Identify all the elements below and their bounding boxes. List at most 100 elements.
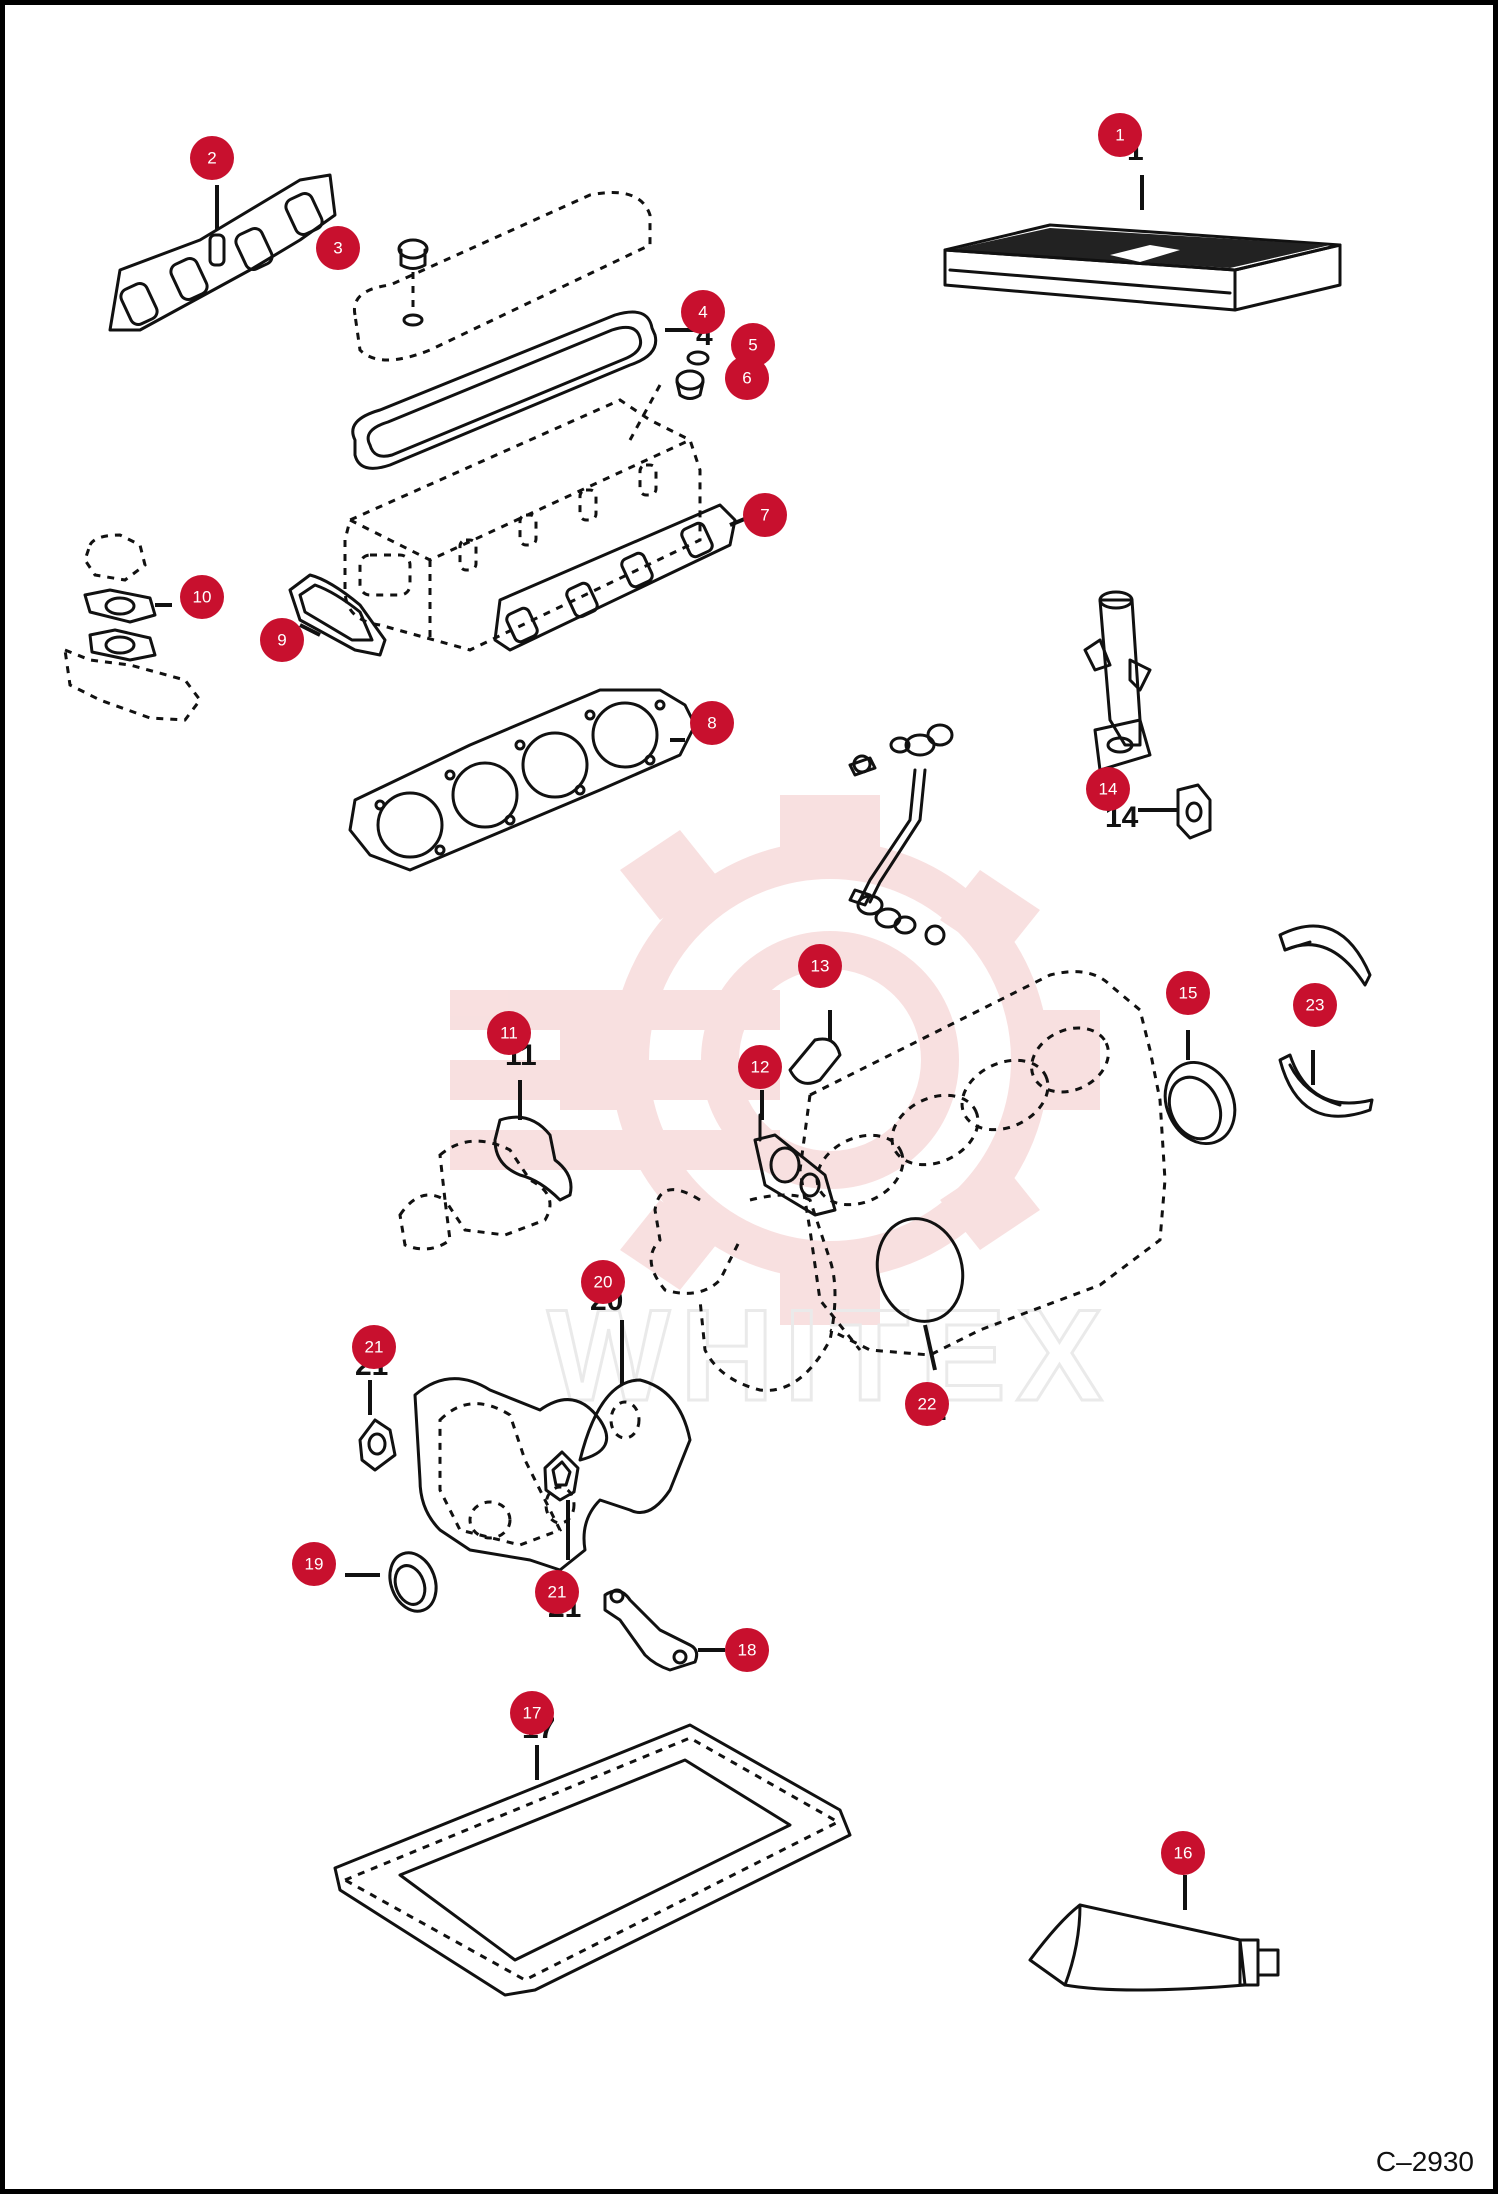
part-19-front-seal	[388, 1551, 438, 1613]
part-18-bearing-cap-gasket	[603, 1588, 699, 1672]
valve-cover-outline	[352, 191, 652, 362]
callout-marker-circle	[190, 136, 234, 180]
part-13-oil-filter-gasket	[788, 1037, 842, 1085]
engine-block-outline	[649, 970, 1167, 1392]
callout-marker-12: 12	[738, 1045, 782, 1089]
part-14-dipstick-tube	[1083, 590, 1212, 840]
callout-marker-label: 15	[1179, 984, 1198, 1003]
callout-marker-7: 7	[743, 493, 787, 537]
callout-marker-circle	[738, 1045, 782, 1089]
callout-marker-8: 8	[690, 701, 734, 745]
callout-marker-circle	[292, 1542, 336, 1586]
part-16-sealant-tube	[1028, 1903, 1280, 1992]
callout-marker-label: 5	[748, 336, 757, 355]
callout-marker-circle	[1098, 113, 1142, 157]
part-15-rear-oil-seal	[1163, 1060, 1237, 1146]
part-8-head-gasket	[348, 688, 697, 872]
callout-marker-label: 9	[277, 631, 286, 650]
callout-marker-circle	[581, 1260, 625, 1304]
callout-marker-circle	[316, 226, 360, 270]
callout-marker-label: 4	[698, 303, 707, 322]
callout-marker-16: 16	[1161, 1831, 1205, 1875]
part-4-valve-cover-gasket	[351, 310, 658, 470]
part-21-gasket-center	[543, 1450, 580, 1502]
callout-marker-label: 12	[751, 1058, 770, 1077]
callout-marker-circle	[731, 323, 775, 367]
callout-marker-2: 2	[190, 136, 234, 180]
part-9-thermostat-gasket	[288, 573, 387, 657]
callout-marker-20: 20	[581, 1260, 625, 1304]
callout-marker-circle	[1166, 971, 1210, 1015]
callout-marker-circle	[510, 1691, 554, 1735]
callout-marker-13: 13	[798, 944, 842, 988]
part-22-o-ring	[875, 1217, 965, 1323]
leader-lines	[155, 175, 1315, 1910]
drawing-number: C–2930	[1375, 2146, 1474, 2177]
callout-marker-circle	[725, 356, 769, 400]
callout-marker-21: 21	[352, 1325, 396, 1369]
part-5-o-ring	[686, 350, 710, 366]
part-1-gasket-kit-box	[943, 223, 1342, 312]
part-20-timing-cover-gasket	[413, 1377, 692, 1572]
callout-marker-label: 8	[707, 714, 716, 733]
callout-marker-circle	[743, 493, 787, 537]
callout-marker-circle	[690, 701, 734, 745]
callout-marker-label: 13	[811, 957, 830, 976]
callout-marker-label: 17	[523, 1704, 542, 1723]
callout-marker-label: 2	[207, 149, 216, 168]
part-7-exhaust-gasket	[493, 503, 737, 652]
callout-marker-label: 20	[594, 1273, 613, 1292]
callout-marker-23: 23	[1293, 983, 1337, 1027]
callout-marker-1: 1	[1098, 113, 1142, 157]
callout-marker-21: 21	[535, 1570, 579, 1614]
oil-line-bolts	[848, 723, 954, 946]
callout-marker-circle	[180, 575, 224, 619]
callout-marker-10: 10	[180, 575, 224, 619]
callout-marker-circle	[681, 290, 725, 334]
callout-marker-label: 14	[1099, 780, 1118, 799]
callout-marker-14: 14	[1086, 767, 1130, 811]
callout-marker-19: 19	[292, 1542, 336, 1586]
part-2-manifold-gasket	[108, 173, 337, 332]
callout-marker-label: 23	[1306, 996, 1325, 1015]
callout-marker-label: 19	[305, 1555, 324, 1574]
callout-marker-label: 21	[548, 1583, 567, 1602]
callout-marker-label: 6	[742, 369, 751, 388]
callout-marker-9: 9	[260, 618, 304, 662]
callout-marker-18: 18	[725, 1628, 769, 1672]
callout-marker-4: 4	[681, 290, 725, 334]
callout-marker-6: 6	[725, 356, 769, 400]
callout-marker-circle	[487, 1011, 531, 1055]
callout-marker-label: 16	[1174, 1844, 1193, 1863]
callout-marker-17: 17	[510, 1691, 554, 1735]
callout-marker-label: 18	[738, 1641, 757, 1660]
callout-marker-label: 10	[193, 588, 212, 607]
part-11-water-pump-gasket	[398, 1115, 573, 1251]
callout-marker-22: 22	[905, 1382, 949, 1426]
callout-marker-circle	[535, 1570, 579, 1614]
callout-marker-circle	[725, 1628, 769, 1672]
callout-marker-label: 21	[365, 1338, 384, 1357]
callout-marker-circle	[798, 944, 842, 988]
callout-marker-label: 22	[918, 1395, 937, 1414]
callout-marker-label: 11	[500, 1024, 518, 1043]
watermark: WHITEX	[450, 795, 1113, 1430]
part-6-oil-cap-seal	[628, 369, 705, 441]
callout-marker-circle	[352, 1325, 396, 1369]
callout-marker-label: 3	[333, 239, 342, 258]
callout-marker-11: 11	[487, 1011, 531, 1055]
part-21-gasket-left	[358, 1418, 397, 1472]
callout-marker-3: 3	[316, 226, 360, 270]
callout-marker-circle	[260, 618, 304, 662]
callout-marker-circle	[1161, 1831, 1205, 1875]
cylinder-head-outline	[343, 398, 702, 652]
callout-marker-circle	[1086, 767, 1130, 811]
callout-marker-label: 1	[1115, 126, 1124, 145]
callout-marker-15: 15	[1166, 971, 1210, 1015]
part-10-water-outlet-gasket	[63, 533, 202, 722]
part-17-oil-pan-gasket	[333, 1723, 852, 1997]
watermark-text: WHITEX	[547, 1282, 1113, 1428]
